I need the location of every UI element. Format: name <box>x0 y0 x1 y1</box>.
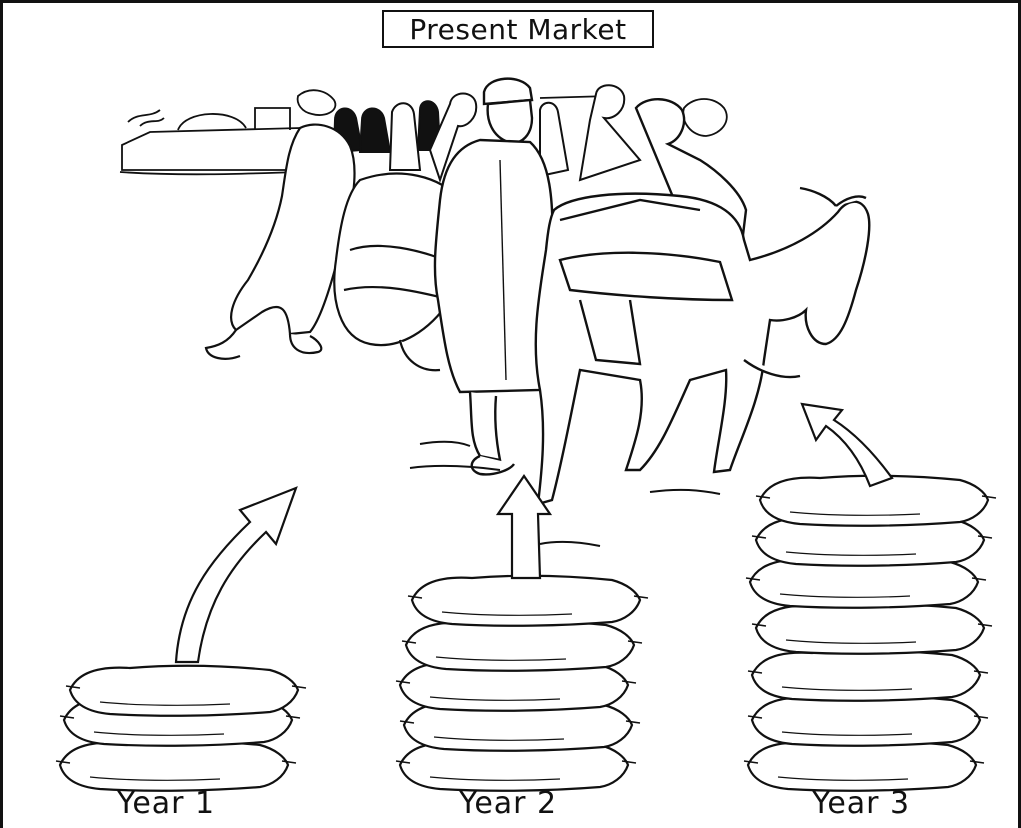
sack-stack-year-3 <box>742 474 998 792</box>
arrow-year-1 <box>174 486 298 664</box>
year-1-label: Year 1 <box>117 786 216 821</box>
diagram-title: Present Market <box>382 10 654 48</box>
sack-stack-year-1 <box>54 664 308 792</box>
arrow-year-3 <box>800 402 894 488</box>
arrow-year-2 <box>495 474 553 580</box>
loaded-animal-left <box>333 172 472 372</box>
sack-stack-year-2 <box>394 574 650 792</box>
standing-man <box>433 77 554 476</box>
bending-man <box>204 123 356 360</box>
ground <box>409 440 721 547</box>
donkey-with-rider <box>534 98 871 506</box>
year-2-label: Year 2 <box>459 786 558 821</box>
year-3-label: Year 3 <box>812 786 911 821</box>
